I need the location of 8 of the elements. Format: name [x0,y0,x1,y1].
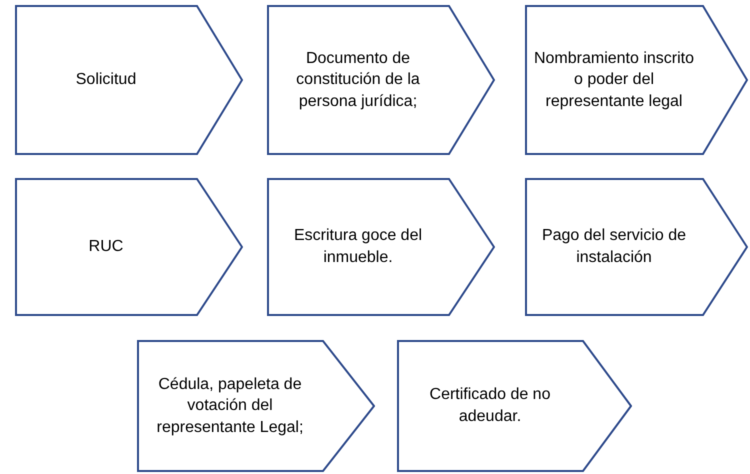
step-text: Pago del servicio de instalación [540,226,688,268]
step-text: Certificado de no adeudar. [428,385,552,427]
step-text: Escritura goce del inmueble. [292,226,424,268]
step-text: Solicitud [76,70,136,90]
step-text: Cédula, papeleta de votación del representante Legal; [156,374,304,438]
step-text: Documento de constitución de la persona jurídica; [295,48,421,112]
step-text: Nombramiento inscrito o poder del representante legal [533,48,695,112]
step-text: RUC [88,237,124,258]
